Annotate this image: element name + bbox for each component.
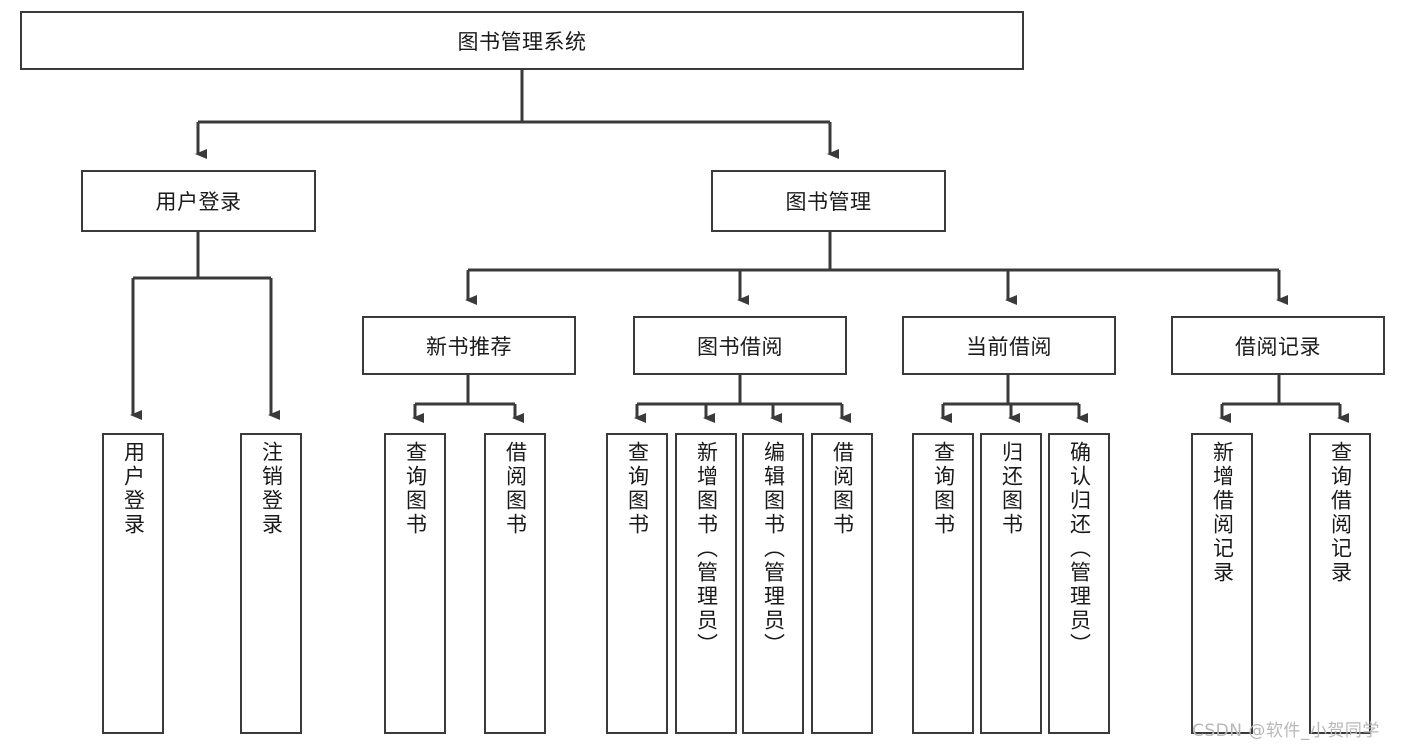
node-borrow-record[interactable]: 借阅记录 [1171, 316, 1385, 375]
leaf-borrow-borrow-book[interactable]: 借阅图书 [811, 433, 873, 734]
leaf-record-add-label: 新增借阅记录 [1210, 441, 1235, 585]
node-current-borrow-label: 当前借阅 [966, 334, 1052, 359]
leaf-user-login[interactable]: 用户登录 [102, 433, 164, 734]
watermark: CSDN @软件_小贺同学 [1192, 721, 1380, 741]
leaf-newbook-borrow-book[interactable]: 借阅图书 [484, 433, 546, 734]
node-new-book-recommend-label: 新书推荐 [426, 334, 512, 359]
leaf-current-confirm-return-label: 确认归还（管理员） [1067, 441, 1092, 657]
leaf-borrow-query-book-label: 查询图书 [625, 441, 650, 537]
leaf-newbook-query-book-label: 查询图书 [403, 441, 428, 537]
leaf-current-confirm-return[interactable]: 确认归还（管理员） [1048, 433, 1110, 734]
node-book-management[interactable]: 图书管理 [711, 170, 946, 232]
leaf-borrow-edit-book[interactable]: 编辑图书（管理员） [742, 433, 804, 734]
leaf-current-query-book-label: 查询图书 [931, 441, 956, 537]
leaf-logout-label: 注销登录 [259, 441, 284, 537]
leaf-current-return-book-label: 归还图书 [999, 441, 1024, 537]
node-new-book-recommend[interactable]: 新书推荐 [362, 316, 576, 375]
node-user-login-label: 用户登录 [155, 190, 242, 214]
leaf-current-return-book[interactable]: 归还图书 [980, 433, 1042, 734]
leaf-record-add[interactable]: 新增借阅记录 [1191, 433, 1253, 734]
node-book-management-label: 图书管理 [785, 190, 872, 214]
node-book-borrow[interactable]: 图书借阅 [633, 316, 847, 375]
leaf-borrow-query-book[interactable]: 查询图书 [606, 433, 668, 734]
node-book-borrow-label: 图书借阅 [697, 334, 783, 359]
leaf-newbook-query-book[interactable]: 查询图书 [384, 433, 446, 734]
leaf-logout[interactable]: 注销登录 [240, 433, 302, 734]
node-current-borrow[interactable]: 当前借阅 [902, 316, 1116, 375]
node-root-label: 图书管理系统 [457, 29, 587, 54]
leaf-borrow-edit-book-label: 编辑图书（管理员） [761, 441, 786, 657]
leaf-borrow-borrow-book-label: 借阅图书 [830, 441, 855, 537]
leaf-user-login-label: 用户登录 [121, 441, 146, 537]
leaf-current-query-book[interactable]: 查询图书 [912, 433, 974, 734]
node-borrow-record-label: 借阅记录 [1235, 334, 1321, 359]
leaf-borrow-add-book[interactable]: 新增图书（管理员） [675, 433, 737, 734]
node-root[interactable]: 图书管理系统 [20, 11, 1024, 70]
leaf-record-query[interactable]: 查询借阅记录 [1309, 433, 1371, 734]
leaf-record-query-label: 查询借阅记录 [1328, 441, 1353, 585]
node-user-login[interactable]: 用户登录 [81, 170, 316, 232]
leaf-newbook-borrow-book-label: 借阅图书 [503, 441, 528, 537]
leaf-borrow-add-book-label: 新增图书（管理员） [694, 441, 719, 657]
